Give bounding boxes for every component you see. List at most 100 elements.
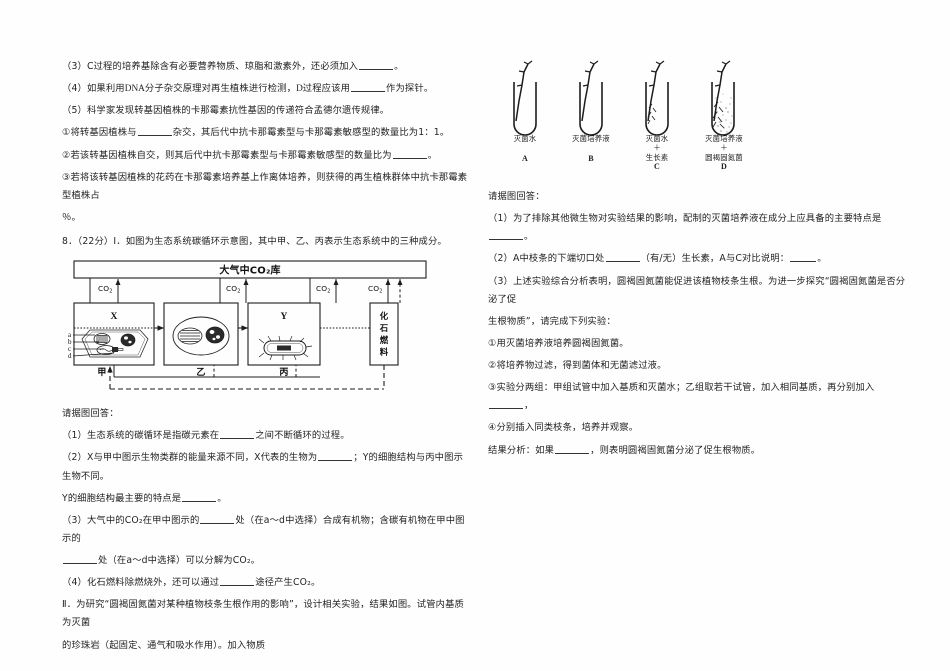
figure-prompt: 请据图回答： — [62, 408, 119, 420]
right-q1-a: （1）为了排除其他微生物对实验结果的影响，配制的灭菌培养液在成分上应具备的主要特… — [488, 213, 882, 225]
part2-intro-line2: 的珍珠岩（起固定、通气和吸水作用）。加入物质 — [62, 639, 266, 651]
caption-a-line1: 灭菌水 — [513, 134, 537, 143]
right-q2-a: （2）A中枝条的下端切口处 — [488, 253, 605, 265]
right-q1-b: 。 — [524, 231, 534, 243]
answer-blank[interactable] — [555, 446, 590, 454]
right-q3-line1: （3）上述实验综合分析表明，圆褐固氮菌能促进该植物枝条生根。为进一步探究“圆褐固… — [488, 275, 906, 305]
roots-c — [647, 103, 657, 125]
component-label-jia: 甲 — [97, 367, 106, 378]
part1-q4-b: 途径产生CO₂。 — [255, 577, 321, 589]
process-d-term: D — [296, 84, 303, 95]
dna-term: DNA — [124, 84, 145, 95]
answer-blank[interactable] — [351, 84, 386, 93]
answer-blank[interactable] — [200, 516, 235, 524]
part1-q1: （1）生态系统的碳循环是指碳元素在之间不断循环的过程。 — [62, 427, 470, 445]
question-5-sub1: ①将转基因植株与 杂交，其后代中抗卡那霉素型与卡那霉素敏感型的数量比为1：1。 — [62, 124, 470, 142]
right-prompt: 请据图回答： — [488, 191, 545, 202]
site-label-a: a — [68, 331, 72, 339]
carbon-cycle-svg: 大气中CO₂库 CO2 CO2 CO2 CO2 — [68, 260, 427, 390]
test-tube-c — [645, 60, 669, 136]
q5-sub1-a: ①将转基因植株与 — [62, 127, 137, 139]
plant-cell-illustration — [81, 329, 149, 358]
caption-b-line1: 灭菌培养液 — [572, 134, 610, 143]
caption-a: 灭菌水 A — [502, 134, 548, 164]
question-4-a: （4）如果利用 — [62, 83, 125, 95]
right-column: 灭菌水 A 灭菌培养液 B 灭菌水 ＋ 生长素 C 灭菌培养液 ＋ 圆褐固氮菌 — [488, 58, 908, 464]
result-a: 结果分析：如果 — [488, 444, 555, 456]
atmosphere-label: 大气中CO₂库 — [219, 264, 280, 277]
right-q3-line2: 生根物质”，请完成下列实验： — [488, 315, 616, 327]
answer-blank[interactable] — [318, 453, 353, 462]
step-1: ①用灭菌培养液培养圆褐固氮菌。 — [488, 337, 629, 349]
tube-id-d: D — [721, 161, 727, 171]
part1-q3: （3）大气中的CO₂在甲中图示的处（在a～d中选择）合成有机物；含碳有机物在甲中… — [62, 512, 470, 548]
caption-c-line3: 生长素 — [645, 152, 669, 162]
box-y-label: Y — [280, 312, 287, 322]
fossil-char-1: 化 — [380, 311, 389, 321]
step-3: ③实验分两组：甲组试管中加入基质和灭菌水；乙组取若干试管，加入相同基质，再分别加… — [488, 379, 908, 415]
question-8-line: 8．（22分）Ⅰ．如图为生态系统碳循环示意图，其中甲、乙、丙表示生态系统中的三种… — [62, 233, 470, 251]
tube-id-b: B — [588, 154, 594, 164]
caption-d-line3: 圆褐固氮菌 — [705, 152, 743, 162]
leader-line-d — [72, 352, 115, 357]
caption-d: 灭菌培养液 ＋ 圆褐固氮菌 D — [690, 134, 758, 172]
result-analysis: 结果分析：如果 ，则表明圆褐固氮菌分泌了促生根物质。 — [488, 442, 908, 460]
question-3-tail: 。 — [394, 61, 404, 72]
fossil-char-3: 燃 — [380, 335, 389, 345]
fossil-char-4: 料 — [380, 347, 389, 357]
question-5-sub2: ②若该转基因植株自交，则其后代中抗卡那霉素型与卡那霉素敏感型的数量比为。 — [62, 147, 470, 165]
question-4-tail: 作为探针。 — [386, 83, 434, 95]
answer-blank[interactable] — [182, 494, 217, 502]
right-q2-b: （有/无）生长素，A与C对比说明： — [640, 253, 790, 265]
tube-captions: 灭菌水 A 灭菌培养液 B 灭菌水 ＋ 生长素 C 灭菌培养液 ＋ 圆褐固氮菌 — [502, 134, 782, 180]
result-b: ，则表明圆褐固氮菌分泌了促生根物质。 — [590, 444, 761, 456]
step-3-a: ③实验分两组：甲组试管中加入基质和灭菌水；乙组取若干试管，加入相同基质，再分别加… — [488, 382, 875, 394]
site-labels-group: a b c d — [68, 331, 115, 360]
answer-blank[interactable] — [137, 128, 172, 137]
right-q2-c: 。 — [817, 253, 827, 265]
step-3-b: ， — [524, 400, 534, 412]
answer-blank[interactable] — [220, 431, 255, 440]
answer-blank[interactable] — [790, 254, 817, 263]
part1-q2-cont: Y的细胞结构最主要的特点是。 — [62, 490, 470, 508]
test-tubes-svg — [513, 60, 735, 136]
answer-blank[interactable] — [63, 556, 97, 564]
site-label-c: c — [68, 345, 71, 353]
question-8-score: （22分） — [77, 236, 114, 247]
question-4-line: （4）如果利用DNA分子杂交原理对再生植株进行检测，D过程应该用 作为探针。 — [62, 80, 470, 98]
part1-q4-a: （4）化石燃料除燃烧外，还可以通过 — [62, 577, 220, 589]
part1-q2-b: ；Y的细胞结构与丙中图示生物不同。 — [62, 452, 464, 482]
part1-q1-a: （1）生态系统的碳循环是指碳元素在 — [62, 430, 220, 442]
question-4-b: 分子杂交原理对再生植株进行检测， — [144, 83, 297, 95]
q5-sub1-b: 杂交，其后代中抗卡那霉素型与卡那霉素敏感型的数量比为1：1。 — [172, 127, 450, 139]
answer-blank[interactable] — [489, 401, 523, 410]
part1-q3-cont: 处（在a～d中选择）可以分解为CO₂。 — [62, 552, 470, 570]
fossil-char-2: 石 — [379, 323, 389, 333]
answer-blank[interactable] — [220, 578, 255, 587]
component-label-bing: 丙 — [279, 367, 288, 378]
test-tube-b — [579, 60, 603, 136]
atmosphere-reservoir-box — [73, 260, 427, 279]
part1-q3-a: （3）大气中的CO₂在甲中图示的 — [62, 514, 200, 526]
caption-c: 灭菌水 ＋ 生长素 C — [632, 134, 682, 172]
part1-q3-c: 处（在a～d中选择）可以分解为CO₂。 — [98, 555, 261, 566]
left-column: （3）C过程的培养基除含有必要营养物质、琼脂和激素外，还必须加入。 （4）如果利… — [62, 58, 470, 659]
caption-d-line2: ＋ — [720, 143, 728, 153]
answer-blank[interactable] — [489, 232, 523, 241]
co2-label-1: CO2 — [98, 284, 113, 295]
tube-id-a: A — [522, 154, 528, 164]
question-8-part: Ⅰ． — [113, 236, 126, 247]
answer-blank[interactable] — [392, 151, 427, 159]
part2-intro-line1: Ⅱ．为研究“圆褐固氮菌对某种植物枝条生根作用的影响”，设计相关实验，结果如图。试… — [62, 599, 464, 629]
co2-label-3: CO2 — [316, 284, 331, 295]
co2-label-2: CO2 — [226, 284, 241, 295]
roots-d — [712, 101, 725, 129]
answer-blank[interactable] — [359, 62, 394, 70]
question-4-c: 过程应该用 — [302, 83, 351, 95]
right-q2: （2）A中枝条的下端切口处 （有/无）生长素，A与C对比说明： 。 — [488, 250, 908, 268]
answer-blank[interactable] — [605, 254, 640, 263]
tube-id-c: C — [654, 161, 660, 171]
part1-q2: （2）X与甲中图示生物类群的能量来源不同，X代表的生物为；Y的细胞结构与丙中图示… — [62, 449, 470, 485]
bacterium-illustration — [258, 335, 313, 361]
